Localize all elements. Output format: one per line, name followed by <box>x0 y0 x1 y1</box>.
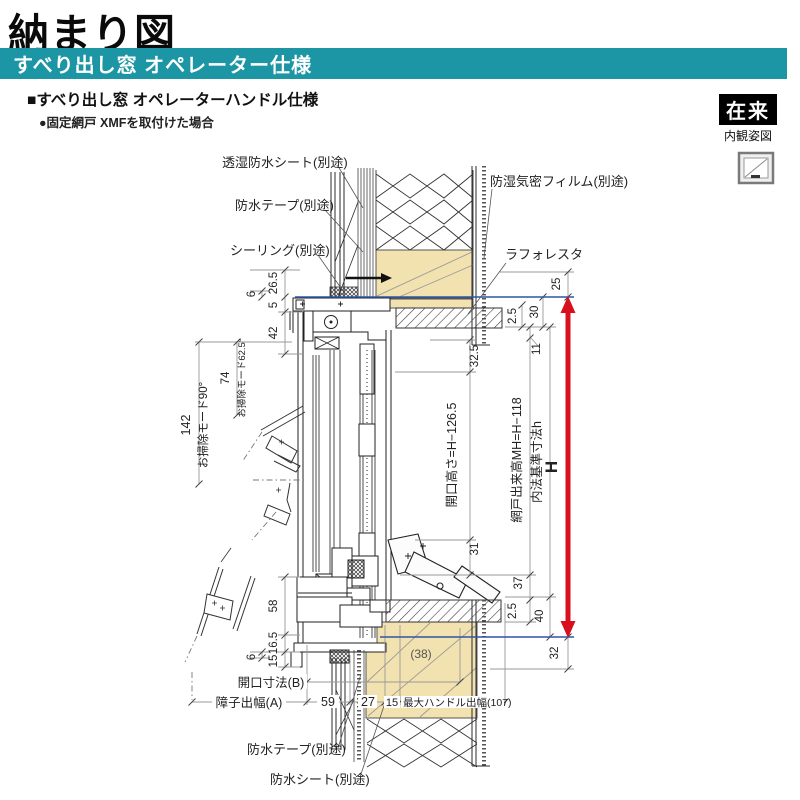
dim-37: 37 <box>513 577 525 590</box>
view-caption: 内観姿図 <box>723 129 772 143</box>
callout-sheet-bottom: 防水シート(別途) <box>270 772 370 787</box>
window-head-frame <box>289 297 392 600</box>
dim-5: 5 <box>268 302 280 308</box>
dim-31: 31 <box>469 543 481 556</box>
callout-tape-bottom: 防水テープ(別途) <box>247 742 346 757</box>
dim-26-5: 26.5 <box>268 272 280 294</box>
interior-stool <box>385 599 502 623</box>
dim-handle-max: 最大ハンドル出幅(107) <box>403 696 512 709</box>
dim-6-bottom: 6 <box>246 654 258 660</box>
label-clean-mode-62-5: お掃除モード62.5° <box>236 338 248 417</box>
dim-30: 30 <box>529 306 541 319</box>
dim-38: (38) <box>410 647 431 661</box>
label-halo <box>358 695 377 708</box>
callout-leaders <box>317 165 507 778</box>
dim-opening-width-b: 開口寸法(B) <box>238 676 305 690</box>
callout-labels: 透湿防水シート(別途) 防水テープ(別途) シーリング(別途) 防湿気密フィルム… <box>222 155 628 787</box>
dim-inner-standard: 内法基準寸法h <box>529 421 544 503</box>
callout-tape-top: 防水テープ(別途) <box>235 198 334 213</box>
dim-15-bottom: 15 <box>386 697 398 709</box>
banner: すべり出し窓 オペレーター仕様 <box>0 48 787 79</box>
callout-sheet-top: 透湿防水シート(別途) <box>222 155 348 170</box>
dim-opening-height: 開口高さ=H−126.5 <box>444 403 459 508</box>
dim-2-5-top: 2.5 <box>507 308 519 324</box>
dim-27: 27 <box>361 695 375 709</box>
label-clean-mode-90: お掃除モード90° <box>196 382 210 468</box>
dim-16-5: 16.5 <box>268 632 280 654</box>
banner-title: すべり出し窓 オペレーター仕様 <box>13 55 313 77</box>
interior-casing-head <box>395 307 503 329</box>
method-tag: 在来 <box>719 94 777 125</box>
dim-labels-left: 6 26.5 5 42 142 お掃除モード90° 74 お掃除モード62.5°… <box>179 272 280 668</box>
inner-reference-lines <box>295 296 574 638</box>
window-sill-frame <box>290 576 391 668</box>
callout-film: 防湿気密フィルム(別途) <box>490 174 628 189</box>
dim-74: 74 <box>220 371 232 384</box>
dim-screen-height: 網戸出来高MH=H−118 <box>509 397 524 523</box>
label-halo <box>317 695 339 708</box>
dim-142: 142 <box>179 415 193 436</box>
open-sash-positions <box>196 405 306 637</box>
label-halo <box>212 695 286 709</box>
awning-window-icon <box>737 151 775 185</box>
dim-6-top: 6 <box>246 291 258 297</box>
dim-58: 58 <box>268 600 280 613</box>
wood-members <box>365 249 478 719</box>
label-halo <box>237 674 307 689</box>
dim-11: 11 <box>531 343 543 355</box>
dim-2-5-bottom: 2.5 <box>507 603 519 619</box>
dim-total-height: H <box>542 461 561 473</box>
dim-32: 32 <box>549 647 561 660</box>
height-arrow <box>560 296 576 638</box>
callout-product: ラフォレスタ <box>505 247 583 262</box>
dim-40: 40 <box>534 610 546 623</box>
label-halo <box>401 696 504 708</box>
swing-dash-lines <box>184 431 307 700</box>
dim-59: 59 <box>321 695 335 709</box>
dim-labels-right: 25 2.5 30 32.5 11 開口高さ=H−126.5 網戸出来高MH=H… <box>444 278 563 660</box>
callout-sealing: シーリング(別途) <box>230 243 330 258</box>
dim-sash-projection-a: 障子出幅(A) <box>216 695 283 710</box>
dim-42: 42 <box>268 327 280 340</box>
operator-handle <box>387 533 501 604</box>
label-halo <box>384 696 400 708</box>
dim-32-5: 32.5 <box>469 345 481 367</box>
section-title: ■すべり出し窓 オペレーターハンドル仕様 <box>27 92 319 109</box>
sub-note: ●固定網戸 XMFを取付けた場合 <box>39 116 214 130</box>
dim-15-left: 15 <box>268 655 280 668</box>
dim-25: 25 <box>551 278 563 291</box>
dim-labels-bottom: 開口寸法(B) 障子出幅(A) 59 27 15 最大ハンドル出幅(107) (… <box>212 647 512 710</box>
